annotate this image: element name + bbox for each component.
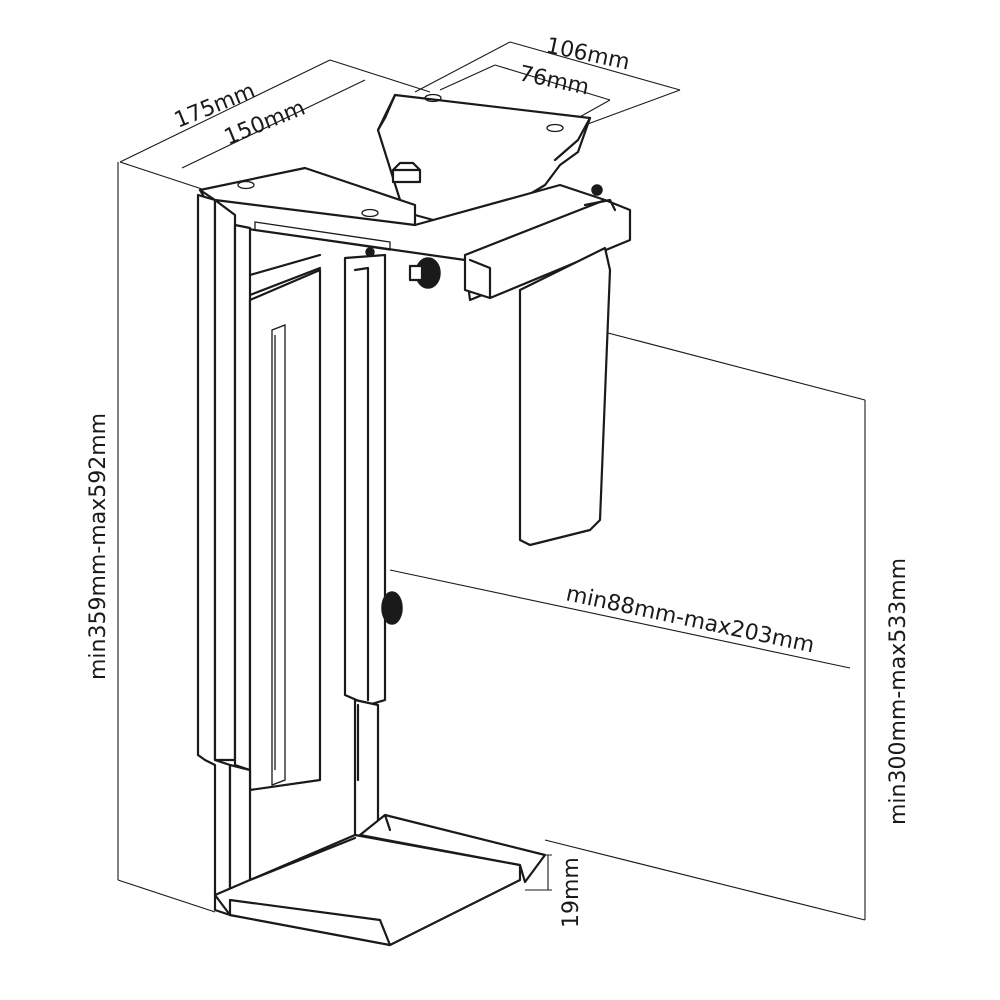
base-inner-edge bbox=[248, 836, 357, 882]
plate-slot-1 bbox=[424, 93, 442, 103]
left-vertical-frame bbox=[196, 193, 322, 917]
label-clamp-width: min88mm-max203mm bbox=[564, 581, 817, 658]
center-bolt-base bbox=[391, 168, 422, 184]
left-crossbar bbox=[248, 253, 322, 277]
dim-ext-clamp-bottom bbox=[544, 839, 866, 921]
right-vertical-frame bbox=[343, 253, 403, 842]
left-post-inner bbox=[233, 223, 252, 772]
top-mounting-plate bbox=[198, 93, 632, 302]
left-lower-extension bbox=[228, 763, 252, 902]
label-clamp-height: min300mm-max533mm bbox=[886, 558, 911, 825]
upper-plate-edge bbox=[376, 93, 397, 132]
plate-slot-2 bbox=[546, 123, 564, 133]
dim-line-76 bbox=[494, 64, 611, 101]
left-panel-slot bbox=[271, 324, 286, 786]
dim-ext-175-left bbox=[119, 161, 206, 191]
dim-line-106 bbox=[509, 41, 681, 91]
label-76mm: 76mm bbox=[517, 61, 592, 100]
knob-shaft bbox=[408, 264, 424, 282]
right-post-channel bbox=[353, 266, 370, 702]
right-rail-edge bbox=[468, 258, 492, 300]
dim-line-clamp-width bbox=[389, 569, 851, 669]
left-post-face bbox=[213, 198, 237, 762]
dim-line-150 bbox=[181, 79, 366, 169]
sliding-screw-icon bbox=[365, 247, 375, 257]
dim-line-175 bbox=[119, 59, 331, 163]
dim-ext-106-right bbox=[584, 89, 681, 126]
right-inner-post bbox=[343, 253, 387, 707]
upper-plate-fold bbox=[553, 116, 592, 162]
dim-ext-height-bottom bbox=[117, 879, 216, 913]
frame-slot-1 bbox=[237, 180, 255, 190]
frame-rail-slot bbox=[254, 221, 391, 251]
base-lip-fold bbox=[383, 813, 392, 832]
right-rail-end bbox=[583, 198, 617, 212]
rail-screw-icon bbox=[591, 184, 603, 196]
left-crossbar-2 bbox=[248, 266, 322, 297]
dim-ext-76-left bbox=[439, 64, 496, 91]
right-side-panel bbox=[518, 246, 612, 547]
dim-ext-106-left bbox=[414, 41, 511, 93]
label-lip-19mm: 19mm bbox=[559, 857, 584, 928]
clamp-knob-icon bbox=[381, 591, 403, 625]
base-tray bbox=[213, 813, 547, 947]
dim-ext-175-right bbox=[329, 59, 431, 93]
base-front-lip bbox=[228, 898, 392, 947]
label-height-range: min359mm-max592mm bbox=[86, 413, 111, 680]
base-right-lip bbox=[358, 813, 547, 884]
dimension-lines bbox=[117, 41, 866, 921]
frame-slot-2 bbox=[361, 208, 379, 218]
